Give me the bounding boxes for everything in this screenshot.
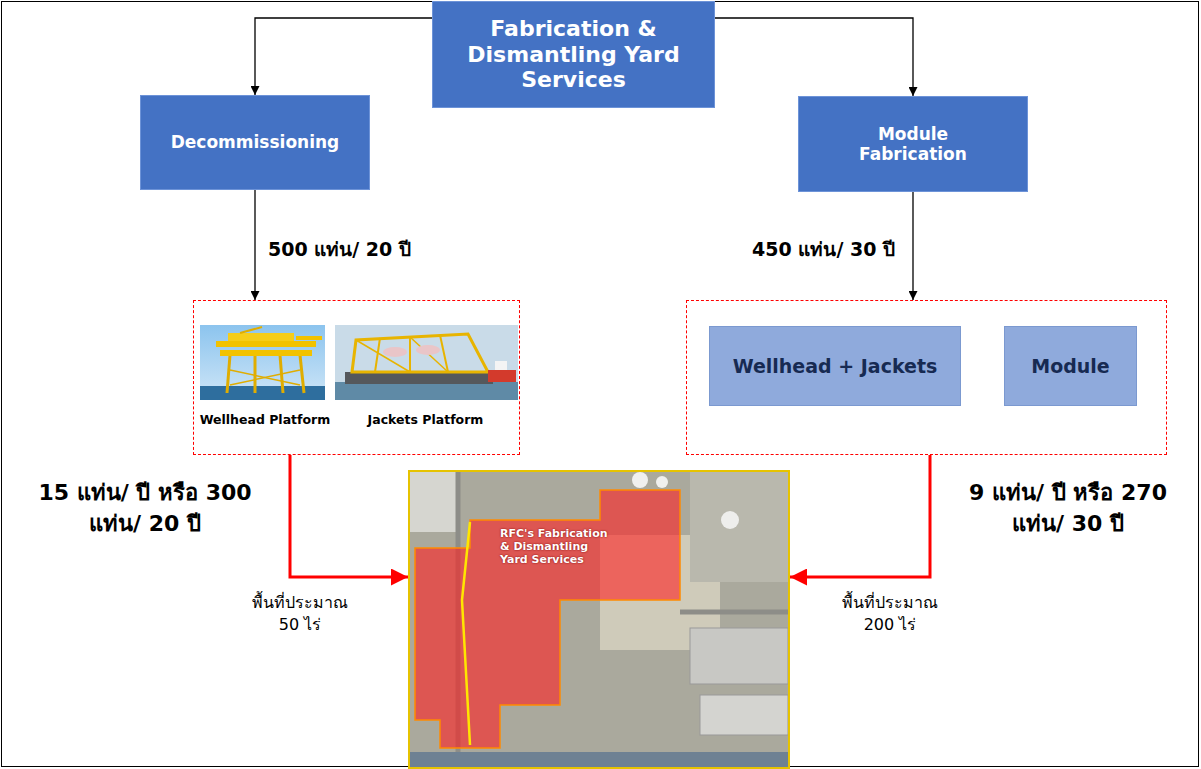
yard-satellite-map [408,470,790,769]
flow-arrow [912,192,913,300]
area-label: พื้นที่ประมาณ 50 ไร่ [245,592,355,635]
flow-arrow [254,190,255,300]
node-text: Jackets Platform [334,413,517,428]
node-text: Decommissioning [153,132,357,152]
node-text: Wellhead Platform [197,413,333,428]
flow-arrow [290,455,408,577]
flow-arrow [790,455,930,577]
wellhead-photo [200,325,325,400]
flow-arrow [255,18,432,95]
node-text: Module Fabrication [839,124,987,164]
platform-photo: Jackets Platform [334,321,517,431]
flow-arrow [715,18,913,96]
map-label: RFC's Fabrication & Dismantling Yard Ser… [500,528,612,567]
yard-map: RFC's Fabrication & Dismantling Yard Ser… [408,470,790,769]
service-box: Fabrication & Dismantling Yard Services [432,1,715,108]
node-text: Module [1013,355,1128,377]
jacket-photo [335,325,518,400]
quantity-label: 450 แท่น/ 30 ปี [700,236,895,263]
platform-photo: Wellhead Platform [197,321,333,431]
platform-group: Wellhead PlatformJackets Platform [193,300,520,455]
category-box: Module Fabrication [798,96,1028,192]
category-box: Decommissioning [140,95,370,190]
quantity-label: 500 แท่น/ 20 ปี [268,236,458,263]
node-text: Wellhead + Jackets [718,355,952,377]
fabrication-group: Wellhead + Jackets Module [686,300,1167,455]
item-box: Module [1004,326,1137,406]
quantity-label: 15 แท่น/ ปี หรือ 300 แท่น/ 20 ปี [14,478,276,540]
item-box: Wellhead + Jackets [709,326,961,406]
quantity-label: 9 แท่น/ ปี หรือ 270 แท่น/ 30 ปี [948,478,1188,540]
area-label: พื้นที่ประมาณ 200 ไร่ [835,592,945,635]
node-text: Fabrication & Dismantling Yard Services [445,16,702,94]
